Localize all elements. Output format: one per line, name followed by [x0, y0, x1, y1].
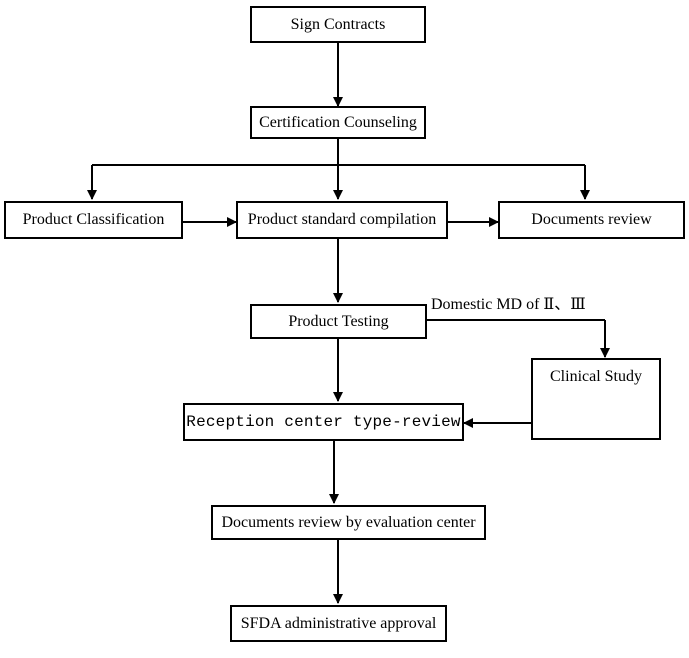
sign-contracts-label: Sign Contracts — [290, 15, 386, 33]
documents-review-label: Documents review — [531, 211, 652, 228]
clinical-study-box: Clinical Study — [531, 358, 661, 440]
reception-center-box: Reception center type-review — [183, 403, 464, 441]
product-classification-box: Product Classification — [4, 201, 183, 239]
clinical-study-label: Clinical Study — [550, 368, 642, 385]
sign-contracts-box: Sign Contracts — [250, 6, 426, 43]
product-testing-label: Product Testing — [288, 312, 389, 330]
reception-center-label: Reception center type-review — [186, 413, 461, 431]
product-testing-box: Product Testing — [250, 304, 427, 339]
domestic-md-label: Domestic MD of Ⅱ、Ⅲ — [431, 296, 586, 313]
sfda-approval-label: SFDA administrative approval — [240, 614, 437, 632]
documents-review-evaluation-box: Documents review by evaluation center — [211, 505, 486, 540]
documents-review-box: Documents review — [498, 201, 685, 239]
product-standard-compilation-label: Product standard compilation — [247, 211, 437, 228]
product-classification-label: Product Classification — [22, 211, 165, 228]
certification-counseling-label: Certification Counseling — [259, 113, 417, 131]
sfda-approval-box: SFDA administrative approval — [230, 605, 447, 642]
product-standard-compilation-box: Product standard compilation — [236, 201, 448, 239]
documents-review-evaluation-label: Documents review by evaluation center — [221, 513, 476, 531]
certification-counseling-box: Certification Counseling — [250, 106, 426, 139]
